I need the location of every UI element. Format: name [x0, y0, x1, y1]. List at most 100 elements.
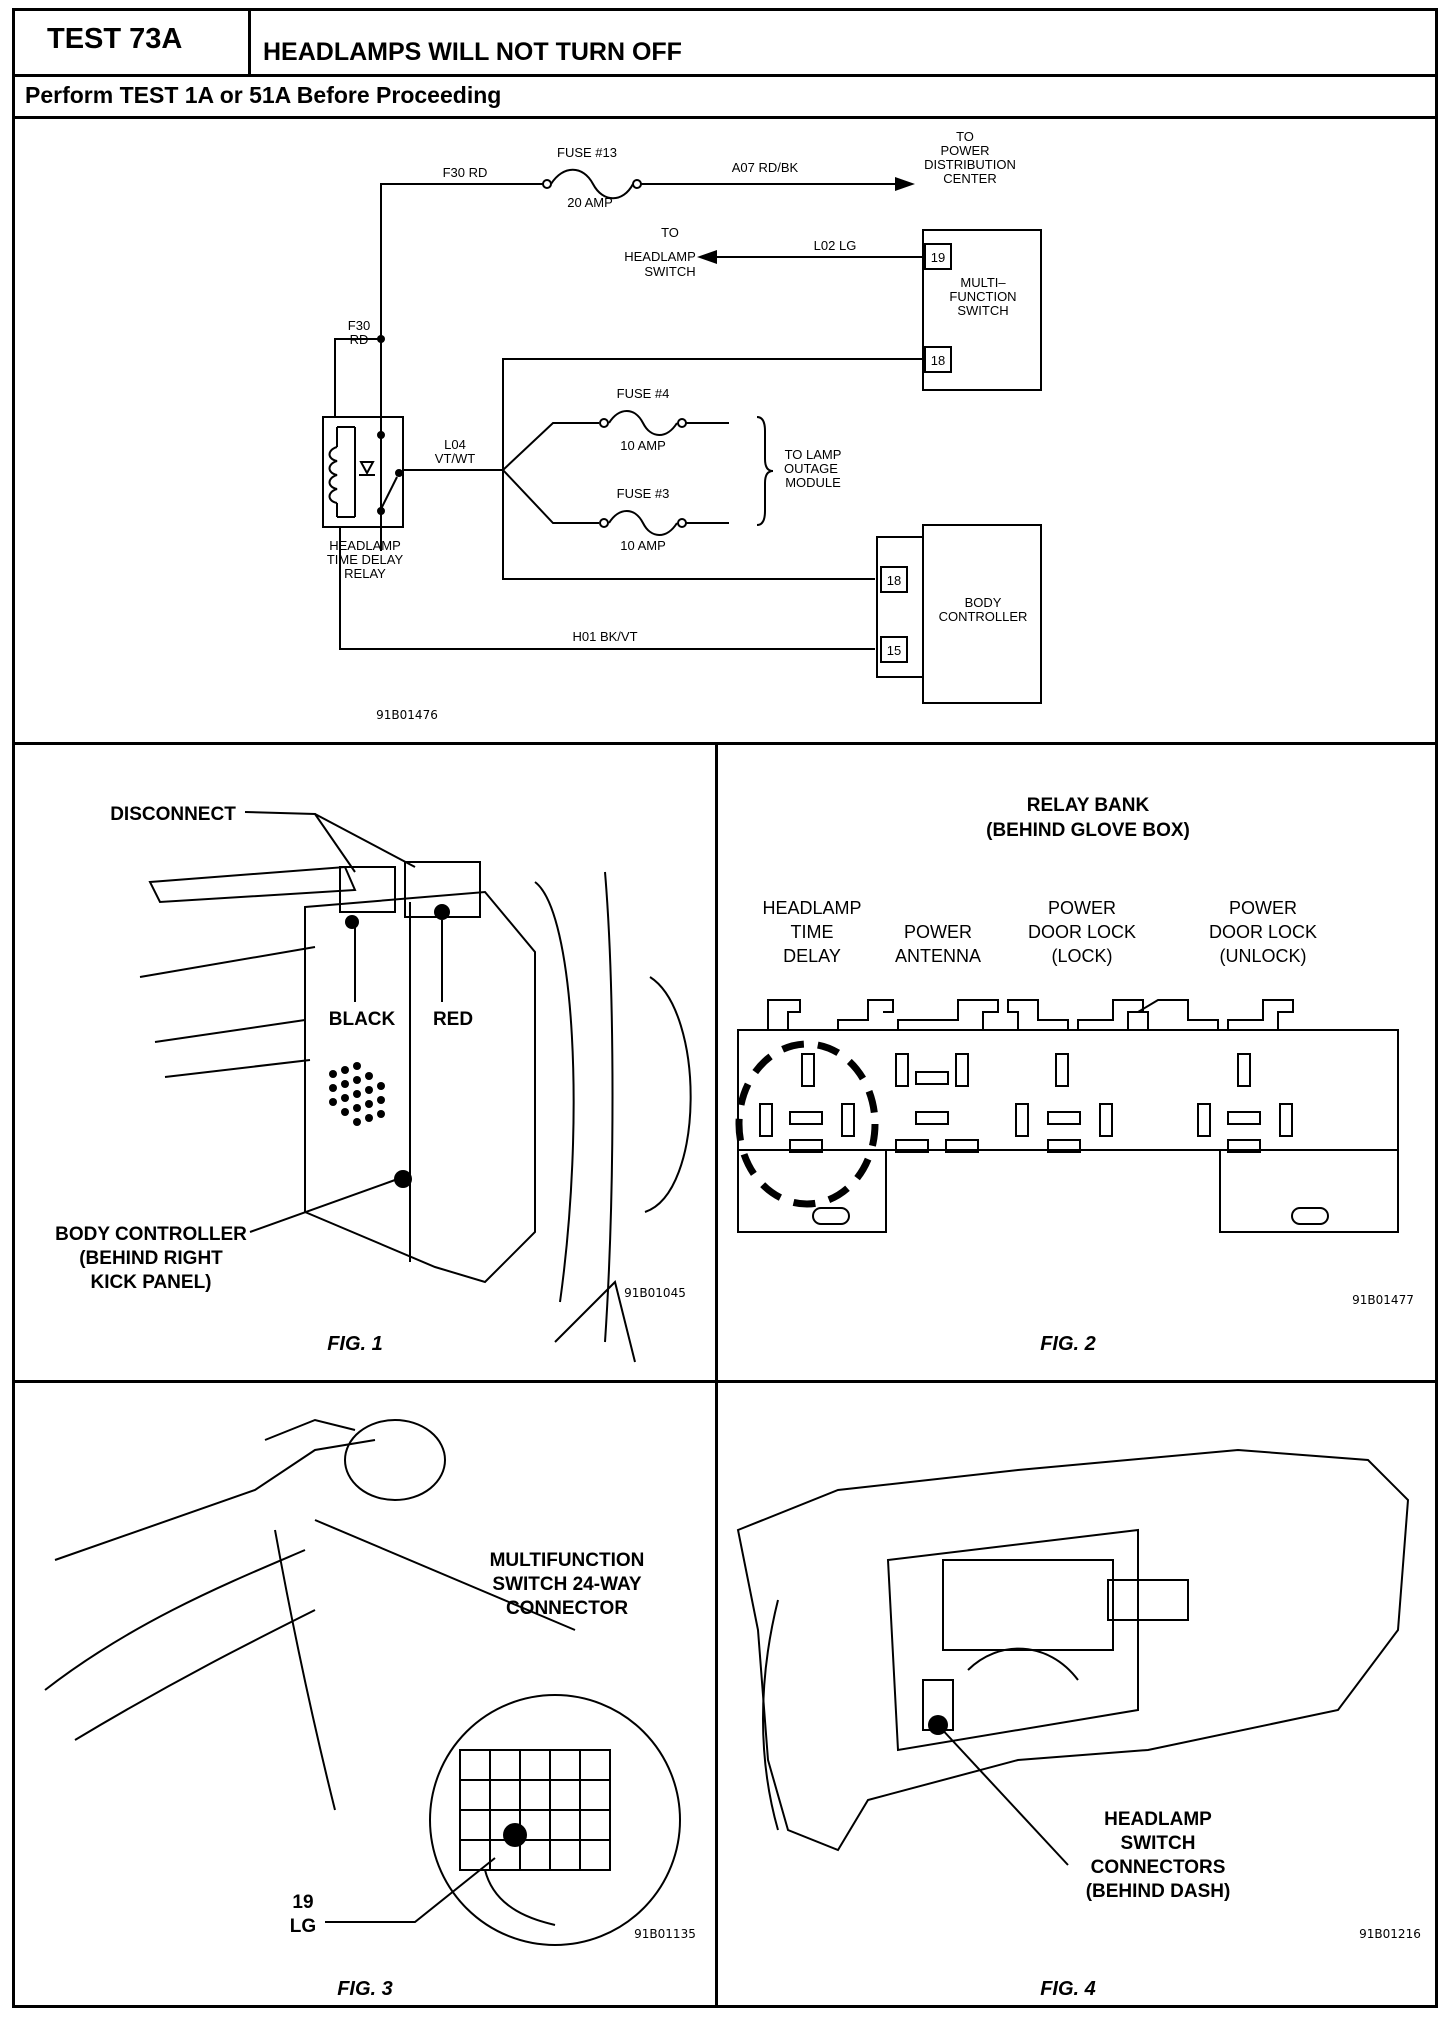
fig2-unlock-3: (UNLOCK)	[1219, 946, 1306, 966]
connector-magnifier	[429, 1694, 681, 1946]
label-fuse13-rating: 20 AMP	[567, 195, 613, 210]
relay-bank-block	[737, 1029, 1399, 1151]
relay-coil	[328, 446, 338, 504]
fig4-label-3: CONNECTORS	[1091, 1857, 1226, 1878]
label-pdc-1: TO	[956, 129, 974, 144]
label-mfs-pin18: 18	[931, 353, 945, 368]
label-hs-3: SWITCH	[644, 264, 695, 279]
fig3-caption: FIG. 3	[337, 1978, 393, 2000]
fig4-label-4: (BEHIND DASH)	[1086, 1881, 1231, 1902]
fig4-illustration: HEADLAMP SWITCH CONNECTORS (BEHIND DASH)…	[736, 1448, 1421, 2000]
fig2-code: 91B01477	[1352, 1293, 1414, 1307]
label-relay-2: TIME DELAY	[327, 552, 404, 567]
fig2-illustration: RELAY BANK (BEHIND GLOVE BOX) HEADLAMP T…	[735, 795, 1414, 1355]
schematic-code: 91B01476	[376, 708, 438, 722]
fig4-label-2: SWITCH	[1121, 1833, 1196, 1854]
wire-f30-rd	[380, 183, 543, 551]
multifunction-switch-box	[922, 229, 1042, 391]
fig1-red-label: RED	[433, 1009, 473, 1030]
fig3-illustration: MULTIFUNCTION SWITCH 24-WAY CONNECTOR 19…	[44, 1418, 696, 2000]
label-pdc-3: DISTRIBUTION	[924, 157, 1016, 172]
fig4-caption: FIG. 4	[1040, 1978, 1096, 2000]
fig1-bc-label-3: KICK PANEL)	[90, 1272, 211, 1293]
fig2-headlamp-1: HEADLAMP	[762, 898, 861, 918]
label-hs-1: TO	[661, 225, 679, 240]
fig2-antenna-1: POWER	[904, 922, 972, 942]
fig3-code: 91B01135	[634, 1927, 696, 1941]
label-outage-1: TO LAMP	[785, 447, 842, 462]
fuse-3-symbol	[608, 510, 678, 536]
label-bc-pin18: 18	[887, 573, 901, 588]
label-mfs-pin19: 19	[931, 250, 945, 265]
label-mfs-1: MULTI–	[960, 275, 1006, 290]
label-bc-1: BODY	[965, 595, 1002, 610]
fig4-code: 91B01216	[1359, 1927, 1421, 1941]
label-pdc-2: POWER	[940, 143, 989, 158]
fig1-bc-label-1: BODY CONTROLLER	[55, 1224, 247, 1245]
test-title: HEADLAMPS WILL NOT TURN OFF	[263, 38, 682, 66]
test-id: TEST 73A	[47, 23, 183, 55]
body-controller-module	[304, 890, 536, 1284]
label-fuse3: FUSE #3	[617, 486, 670, 501]
wire-h01	[339, 527, 875, 650]
relay-diode	[359, 461, 375, 476]
fig2-lock-2: DOOR LOCK	[1028, 922, 1136, 942]
mfs-pin-19	[924, 243, 952, 270]
fig2-headlamp-2: TIME	[791, 922, 834, 942]
black-connector	[339, 866, 396, 913]
fig2-headlamp-3: DELAY	[783, 946, 841, 966]
fig2-lock-1: POWER	[1048, 898, 1116, 918]
label-fuse4: FUSE #4	[617, 386, 670, 401]
label-a07: A07 RD/BK	[732, 160, 799, 175]
label-relay-1: HEADLAMP	[329, 538, 401, 553]
fig4-label-1: HEADLAMP	[1104, 1809, 1212, 1830]
radio	[1107, 1579, 1189, 1621]
subtitle-divider	[15, 116, 1435, 119]
fig2-title-2: (BEHIND GLOVE BOX)	[986, 820, 1190, 841]
wire-mfs18-to-bc18	[502, 358, 925, 580]
fig2-unlock-1: POWER	[1229, 898, 1297, 918]
wiring-schematic: F30 RD FUSE #13 20 AMP A07 RD/BK TO POWE…	[322, 129, 1042, 722]
label-h01: H01 BK/VT	[572, 629, 637, 644]
fig2-lock-3: (LOCK)	[1051, 946, 1112, 966]
fig2-caption: FIG. 2	[1040, 1333, 1096, 1355]
lamp-outage-brace	[756, 416, 774, 526]
label-outage-2: OUTAGE	[784, 461, 838, 476]
fuse-4-symbol	[608, 410, 678, 436]
headlamp-connector-leader	[937, 1724, 1069, 1866]
figures-row-divider	[15, 1380, 1435, 1383]
fig1-black-label: BLACK	[329, 1009, 396, 1030]
bc-pin-18	[880, 566, 908, 593]
fig3-wire-2: LG	[290, 1916, 316, 1937]
schematic-divider	[15, 742, 1435, 745]
dashboard-outline	[736, 1448, 1410, 1852]
label-outage-3: MODULE	[785, 475, 841, 490]
label-mfs-2: FUNCTION	[949, 289, 1016, 304]
fig1-bc-label-2: (BEHIND RIGHT	[79, 1248, 223, 1269]
label-bc-2: CONTROLLER	[939, 609, 1028, 624]
header-divider	[15, 74, 1435, 77]
dash-center-opening	[942, 1559, 1114, 1651]
page-frame: TEST 73A HEADLAMPS WILL NOT TURN OFF Per…	[12, 8, 1438, 2008]
label-bc-pin15: 15	[887, 643, 901, 658]
fig2-unlock-2: DOOR LOCK	[1209, 922, 1317, 942]
relay-box	[322, 416, 404, 528]
fig2-title-1: RELAY BANK	[1027, 795, 1150, 816]
fig3-connector-1: MULTIFUNCTION	[490, 1550, 645, 1571]
figures-column-divider	[715, 742, 718, 2006]
test-subtitle: Perform TEST 1A or 51A Before Proceeding	[25, 82, 502, 108]
fig1-code: 91B01045	[624, 1286, 686, 1300]
label-l04-1: L04	[444, 437, 466, 452]
label-l04-2: VT/WT	[435, 451, 475, 466]
fuse-13-symbol	[550, 168, 634, 200]
label-l02: L02 LG	[814, 238, 857, 253]
label-fuse13: FUSE #13	[557, 145, 617, 160]
fig3-connector-3: CONNECTOR	[506, 1598, 628, 1619]
fig1-caption: FIG. 1	[327, 1333, 383, 1355]
fig3-wire-1: 19	[292, 1892, 313, 1913]
fig3-connector-2: SWITCH 24-WAY	[492, 1574, 642, 1595]
bc-pin-15	[880, 636, 908, 663]
fig1-disconnect-label: DISCONNECT	[110, 804, 236, 825]
label-f30-side-2: RD	[350, 332, 369, 347]
pin-19-leader	[325, 1857, 496, 1923]
